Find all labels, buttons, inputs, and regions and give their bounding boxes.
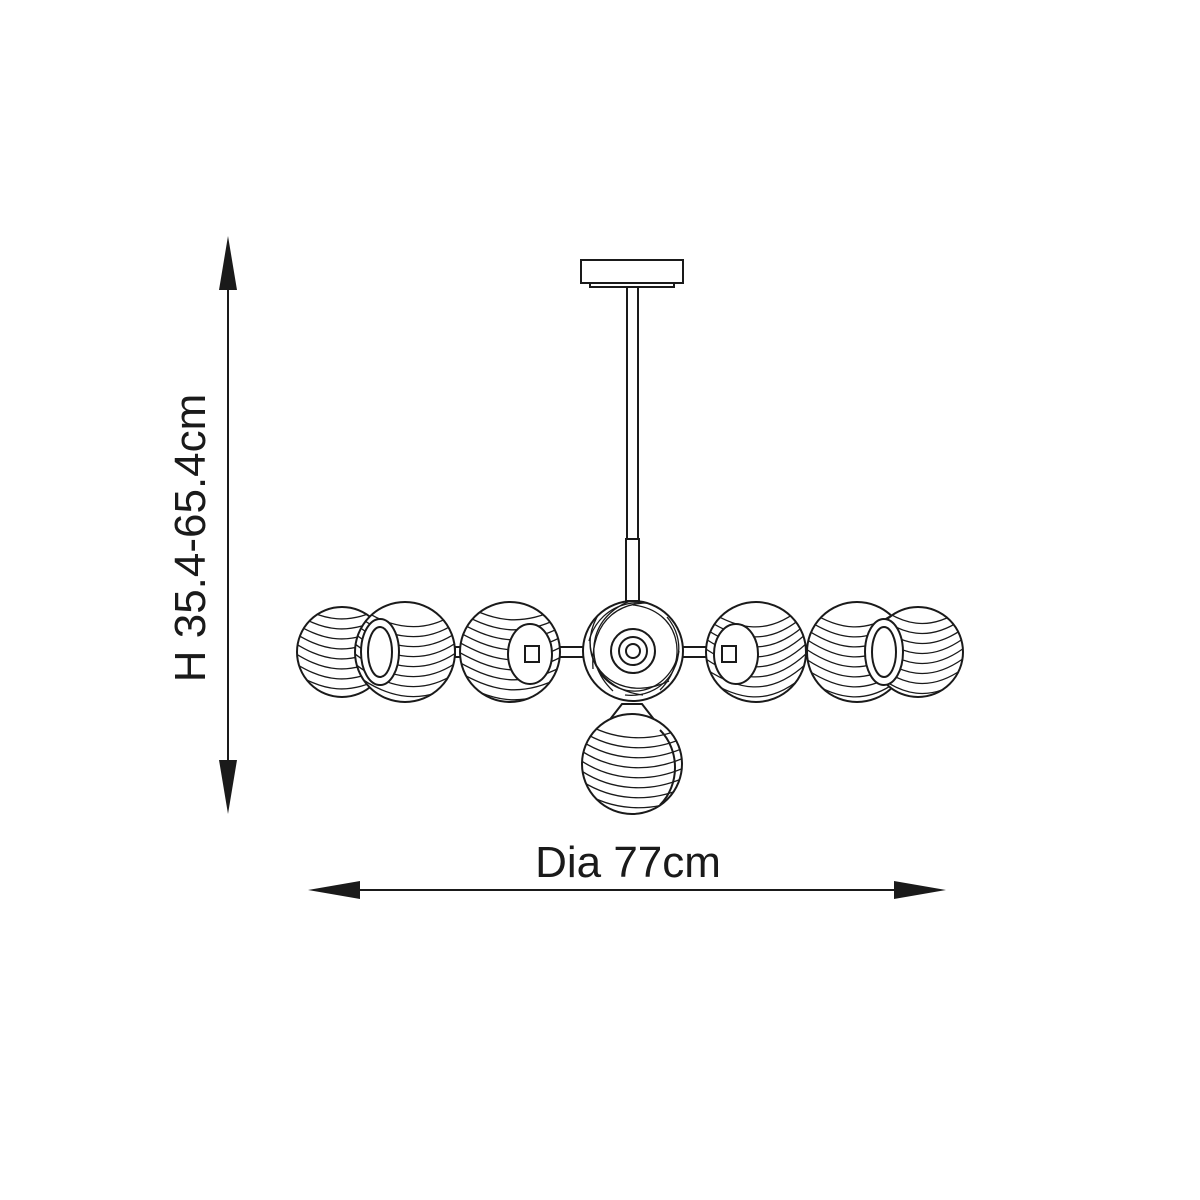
suspension-rod — [625, 286, 640, 602]
diameter-label: Dia 77cm — [535, 838, 721, 887]
ceiling-canopy — [580, 259, 684, 284]
glass-globe — [459, 601, 561, 703]
diameter-dimension: Dia 77cm — [308, 838, 946, 899]
diameter-arrow-left — [308, 881, 360, 899]
bottom-globe — [581, 703, 683, 815]
diameter-arrow-right — [894, 881, 946, 899]
height-dimension: H 35.4-65.4cm — [166, 236, 237, 814]
height-arrow-top — [219, 236, 237, 290]
height-arrow-bottom — [219, 760, 237, 814]
glass-globe — [864, 606, 964, 698]
height-label: H 35.4-65.4cm — [166, 394, 215, 683]
center-globe — [582, 600, 684, 702]
chandelier — [296, 259, 964, 815]
glass-globe — [705, 601, 807, 703]
